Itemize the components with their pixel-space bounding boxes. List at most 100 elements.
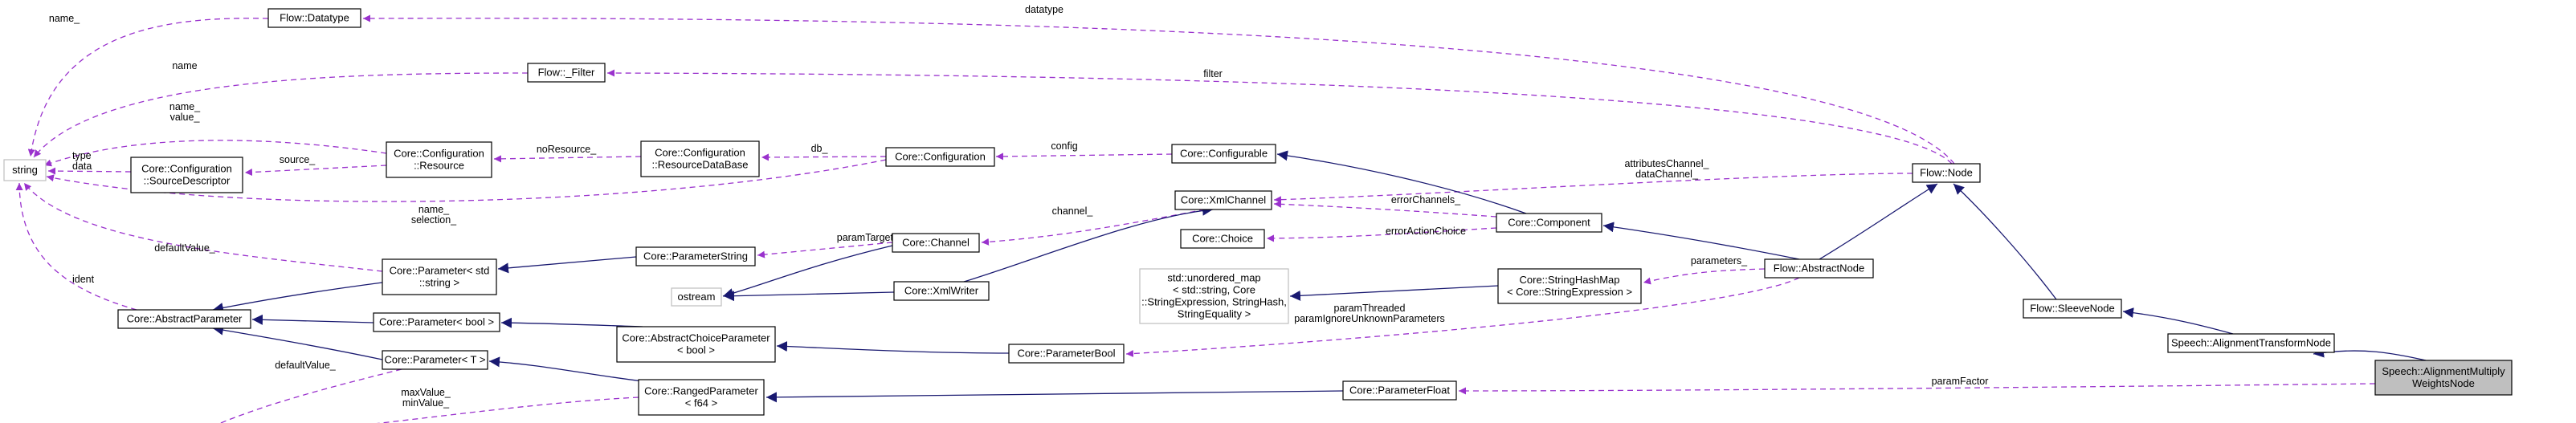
class-node-label: Speech::AlignmentMultiply — [2382, 365, 2505, 377]
class-node-flow-datatype[interactable]: Flow::Datatype — [267, 8, 361, 28]
inheritance-edge-core_stringhashmap-to-std_unordered_map — [1289, 285, 1499, 301]
class-node-core-choice[interactable]: Core::Choice — [1180, 229, 1265, 249]
class-node-core-stringhashmap[interactable]: Core::StringHashMap< Core::StringExpress… — [1497, 268, 1642, 304]
class-node-flow-filter[interactable]: Flow::_Filter — [527, 63, 606, 83]
class-node-core-configuration-resource[interactable]: Core::Configuration::Resource — [386, 141, 492, 178]
usage-edge-core_configurable-to-core_configuration: config — [995, 140, 1173, 161]
class-node-core-parameterbool[interactable]: Core::ParameterBool — [1008, 344, 1125, 364]
edge-label: name — [172, 60, 197, 71]
edge-label: name_ — [169, 101, 201, 112]
class-node-label: Core::RangedParameter — [644, 385, 758, 397]
inheritance-edge-core_rangedparameter-to-core_parameter_t — [488, 356, 643, 382]
edge-label: defaultValue_ — [275, 360, 337, 371]
class-node-core-parameterfloat[interactable]: Core::ParameterFloat — [1342, 380, 1457, 401]
class-node-label: < bool > — [677, 344, 715, 356]
class-node-core-parameter-t[interactable]: Core::Parameter< T > — [382, 350, 488, 370]
edge-label: name_ — [49, 13, 80, 24]
class-node-string: string — [3, 159, 47, 181]
class-node-ostream: ostream — [671, 287, 722, 307]
class-node-label: Core::Configuration — [655, 147, 745, 159]
class-node-label: Core::AbstractChoiceParameter — [622, 332, 770, 344]
inheritance-edge-flow_abstractnode-to-core_component — [1602, 222, 1800, 260]
usage-edge-flow_datatype-to-string: name_ — [27, 13, 269, 157]
inheritance-edge-core_xmlwriter-to-core_xmlchannel — [963, 205, 1214, 283]
class-node-label: ::string > — [419, 277, 459, 289]
class-node-core-channel[interactable]: Core::Channel — [892, 233, 980, 253]
class-node-label: Core::XmlWriter — [904, 285, 979, 297]
class-node-label: ::StringExpression, StringHash, — [1141, 296, 1287, 308]
class-node-label: ostream — [678, 291, 716, 303]
class-node-label: Flow::SleeveNode — [2030, 303, 2115, 315]
edge-label: filter — [1203, 68, 1223, 79]
class-node-core-abstractparameter[interactable]: Core::AbstractParameter — [117, 309, 251, 329]
class-node-label: WeightsNode — [2412, 377, 2475, 389]
inheritance-edge-speech_alignmenttransformnode-to-flow_sleevenode — [2122, 307, 2234, 335]
class-node-label: Flow::Datatype — [280, 12, 349, 24]
class-node-label: Speech::AlignmentTransformNode — [2171, 337, 2331, 349]
edge-label: data — [72, 161, 92, 172]
edge-label: errorActionChoice — [1386, 226, 1466, 237]
class-node-core-xmlchannel[interactable]: Core::XmlChannel — [1174, 190, 1272, 210]
class-node-label: Core::Configuration — [895, 151, 986, 163]
edge-label: dataChannel_ — [1635, 169, 1699, 180]
class-node-core-parameter-bool[interactable]: Core::Parameter< bool > — [373, 312, 500, 332]
class-node-core-configurable[interactable]: Core::Configurable — [1171, 144, 1276, 164]
class-node-core-parameter-std-string[interactable]: Core::Parameter< std::string > — [382, 258, 497, 295]
class-node-label: Flow::_Filter — [538, 67, 595, 79]
edge-label: db_ — [811, 143, 829, 154]
inheritance-edge-core_parameter_std_string-to-core_abstractparameter — [212, 282, 383, 313]
usage-edge-flow_node-to-core_xmlchannel: attributesChannel_dataChannel_ — [1273, 158, 1913, 204]
class-node-label: ::SourceDescriptor — [144, 175, 231, 187]
edge-label: paramFactor — [1932, 376, 1989, 387]
class-node-flow-node[interactable]: Flow::Node — [1912, 163, 1981, 183]
class-node-core-xmlwriter[interactable]: Core::XmlWriter — [893, 281, 990, 301]
class-node-core-configuration-resourcedatabase[interactable]: Core::Configuration::ResourceDataBase — [640, 140, 760, 177]
edge-label: paramThreaded — [1334, 303, 1406, 314]
edge-label: defaultValue_ — [154, 242, 216, 254]
edge-label: type — [72, 150, 92, 161]
inheritance-edge-core_parameter_bool-to-core_abstractparameter — [251, 314, 374, 325]
class-node-label: Core::Channel — [902, 237, 970, 249]
edge-label: attributesChannel_ — [1625, 158, 1710, 169]
usage-edge-flow_abstractnode-to-core_stringhashmap: parameters_ — [1643, 255, 1766, 285]
class-node-label: Core::Configuration — [141, 163, 232, 175]
class-node-core-rangedparameter[interactable]: Core::RangedParameter< f64 > — [638, 379, 765, 416]
usage-edge-core_configuration_resource-to-core_configuration_sourcedescriptor: source_ — [244, 154, 387, 177]
usage-edge-flow_node-to-flow_filter: filter — [606, 68, 1953, 165]
class-node-label: Flow::Node — [1920, 167, 1973, 179]
edge-label: maxValue_ — [401, 387, 451, 398]
class-node-label: Core::Configurable — [1180, 148, 1268, 160]
inheritance-edge-core_parameterstring-to-core_parameter_std_string — [497, 256, 637, 274]
class-node-core-configuration-sourcedescriptor[interactable]: Core::Configuration::SourceDescriptor — [130, 157, 243, 193]
class-node-label: Core::Configuration — [394, 148, 484, 160]
class-node-core-component[interactable]: Core::Component — [1496, 213, 1602, 233]
class-node-label: < std::string, Core — [1173, 284, 1255, 296]
inheritance-edge-core_xmlwriter-to-ostream — [723, 291, 895, 302]
class-node-label: Core::AbstractParameter — [127, 313, 243, 325]
usage-edge-core_configuration-to-core_configuration_resourcedatabase: db_ — [761, 143, 887, 161]
inheritance-edge-core_parameterfloat-to-core_rangedparameter — [765, 390, 1344, 403]
edge-label: name_ — [418, 204, 450, 215]
inheritance-edge-core_component-to-core_configurable — [1276, 150, 1527, 214]
class-node-label: StringEquality > — [1178, 308, 1251, 320]
class-node-label: Core::Parameter< std — [390, 265, 490, 277]
class-node-flow-abstractnode[interactable]: Flow::AbstractNode — [1764, 258, 1874, 279]
class-node-core-configuration[interactable]: Core::Configuration — [885, 147, 995, 167]
class-node-core-parameterstring[interactable]: Core::ParameterString — [635, 246, 756, 266]
class-node-std-unordered-map: std::unordered_map< std::string, Core::S… — [1139, 268, 1289, 324]
class-node-core-abstractchoiceparameter[interactable]: Core::AbstractChoiceParameter< bool > — [616, 326, 776, 363]
edge-label: value_ — [170, 112, 201, 123]
usage-edge-speech_alignmentmultiplyweightsnode-to-core_parameterfloat: paramFactor — [1458, 376, 2376, 395]
usage-edge-core_configuration_resource-to-string: name_value_ — [43, 101, 387, 167]
class-node-flow-sleevenode[interactable]: Flow::SleeveNode — [2023, 299, 2122, 319]
class-node-speech-alignmenttransformnode[interactable]: Speech::AlignmentTransformNode — [2167, 333, 2335, 353]
class-node-label: < Core::StringExpression > — [1507, 286, 1632, 298]
usage-edge-flow_abstractnode-to-core_parameterbool: paramThreadedparamIgnoreUnknownParameter… — [1125, 277, 1800, 357]
class-node-label: Core::Component — [1508, 217, 1590, 229]
usage-edge-core_parameter_std_string-to-string: defaultValue_ — [23, 182, 383, 272]
edge-label: errorChannels_ — [1391, 194, 1461, 205]
edge-label: channel_ — [1052, 205, 1094, 217]
edge-label: parameters_ — [1691, 255, 1748, 266]
class-node-label: ::ResourceDataBase — [652, 159, 749, 171]
